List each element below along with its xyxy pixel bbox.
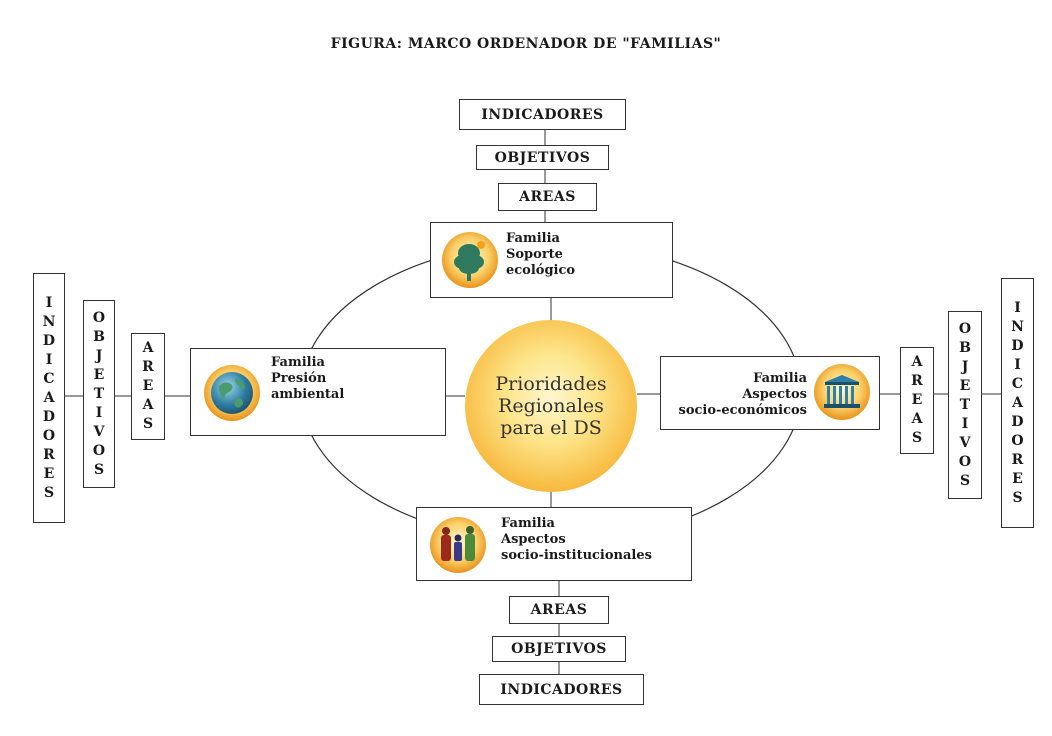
family-left-box: Familia Presión ambiental: [190, 348, 446, 436]
vertical-letter: O: [958, 320, 972, 337]
vertical-letter: V: [93, 423, 105, 440]
vertical-letter: A: [142, 340, 154, 356]
vertical-letter: S: [959, 472, 971, 489]
family-right-box: Familia Aspectos socio-económicos: [660, 356, 880, 430]
vertical-letter: N: [42, 313, 56, 330]
family-top-box: Familia Soporte ecológico: [430, 222, 673, 298]
bottom-areas-box: AREAS: [509, 596, 609, 624]
vertical-letter: V: [959, 434, 971, 451]
globe-icon: [204, 365, 260, 421]
vertical-letter: A: [911, 411, 923, 427]
center-line-2: Regionales: [498, 395, 604, 417]
vertical-letter: O: [92, 442, 106, 459]
vertical-letter: E: [142, 378, 154, 394]
vertical-letter: D: [42, 408, 56, 425]
top-indicadores-box: INDICADORES: [459, 99, 626, 130]
vertical-letter: E: [959, 377, 971, 394]
vertical-letter: E: [93, 366, 105, 383]
vertical-letter: I: [45, 294, 53, 311]
vertical-letter: C: [43, 370, 55, 387]
family-bottom-box: Familia Aspectos socio-institucionales: [416, 507, 692, 581]
family-bottom-line-1: Familia: [501, 516, 555, 531]
vertical-letter: C: [1011, 375, 1024, 392]
vertical-letter: I: [45, 351, 53, 368]
vertical-letter: A: [1012, 394, 1023, 411]
vertical-letter: S: [43, 484, 55, 501]
family-top-label: Familia Soporte ecológico: [506, 231, 575, 279]
vertical-letter: I: [1014, 356, 1021, 373]
family-left-label: Familia Presión ambiental: [271, 355, 344, 403]
vertical-letter: E: [43, 465, 55, 482]
top-objetivos-box: OBJETIVOS: [476, 145, 609, 170]
vertical-letter: D: [42, 332, 56, 349]
vertical-letter: A: [142, 397, 154, 413]
vertical-letter: O: [92, 309, 106, 326]
vertical-letter: A: [911, 354, 923, 370]
vertical-letter: O: [1011, 432, 1024, 449]
center-line-3: para el DS: [500, 417, 602, 439]
family-right-label: Familia Aspectos socio-económicos: [679, 371, 808, 419]
building-columns-icon: [814, 364, 870, 420]
vertical-letter: I: [95, 404, 103, 421]
vertical-letter: S: [93, 461, 105, 478]
vertical-letter: J: [95, 347, 103, 364]
vertical-letter: B: [93, 328, 105, 345]
family-left-line-3: ambiental: [271, 387, 345, 402]
vertical-letter: I: [1014, 299, 1021, 316]
vertical-letter: J: [961, 358, 969, 375]
vertical-letter: B: [959, 339, 971, 356]
top-areas-box: AREAS: [498, 183, 597, 211]
family-bottom-line-3: socio-institucionales: [501, 548, 652, 563]
vertical-letter: D: [1011, 337, 1024, 354]
family-bottom-label: Familia Aspectos socio-institucionales: [501, 516, 652, 564]
vertical-letter: E: [911, 392, 923, 408]
vertical-letter: S: [142, 416, 154, 432]
vertical-letter: O: [958, 453, 972, 470]
family-top-line-2: Soporte: [506, 247, 563, 262]
family-right-line-1: Familia: [753, 371, 807, 386]
vertical-letter: E: [1012, 470, 1023, 487]
family-left-line-2: Presión: [271, 371, 327, 386]
vertical-letter: R: [142, 359, 154, 375]
family-top-line-1: Familia: [506, 231, 560, 246]
family-right-line-3: socio-económicos: [678, 403, 808, 418]
tree-icon: [442, 232, 498, 288]
vertical-letter: S: [911, 430, 923, 446]
family-top-line-3: ecológico: [506, 263, 576, 278]
vertical-letter: I: [961, 415, 969, 432]
bottom-objetivos-box: OBJETIVOS: [492, 636, 626, 662]
vertical-letter: A: [43, 389, 55, 406]
vertical-letter: R: [43, 446, 55, 463]
figure-title: FIGURA: MARCO ORDENADOR DE "FAMILIAS": [330, 36, 722, 52]
center-line-1: Prioridades: [495, 373, 607, 395]
vertical-letter: T: [93, 385, 105, 402]
center-priorities-circle: Prioridades Regionales para el DS: [465, 320, 637, 492]
vertical-letter: R: [911, 373, 923, 389]
people-icon: [430, 517, 486, 573]
vertical-letter: T: [959, 396, 971, 413]
family-left-line-1: Familia: [271, 355, 325, 370]
bottom-indicadores-box: INDICADORES: [479, 674, 644, 705]
vertical-letter: N: [1011, 318, 1024, 335]
family-bottom-line-2: Aspectos: [501, 532, 566, 547]
vertical-letter: D: [1011, 413, 1024, 430]
vertical-letter: O: [42, 427, 56, 444]
vertical-letter: S: [1012, 489, 1023, 506]
family-right-line-2: Aspectos: [742, 387, 807, 402]
vertical-letter: R: [1011, 451, 1024, 468]
